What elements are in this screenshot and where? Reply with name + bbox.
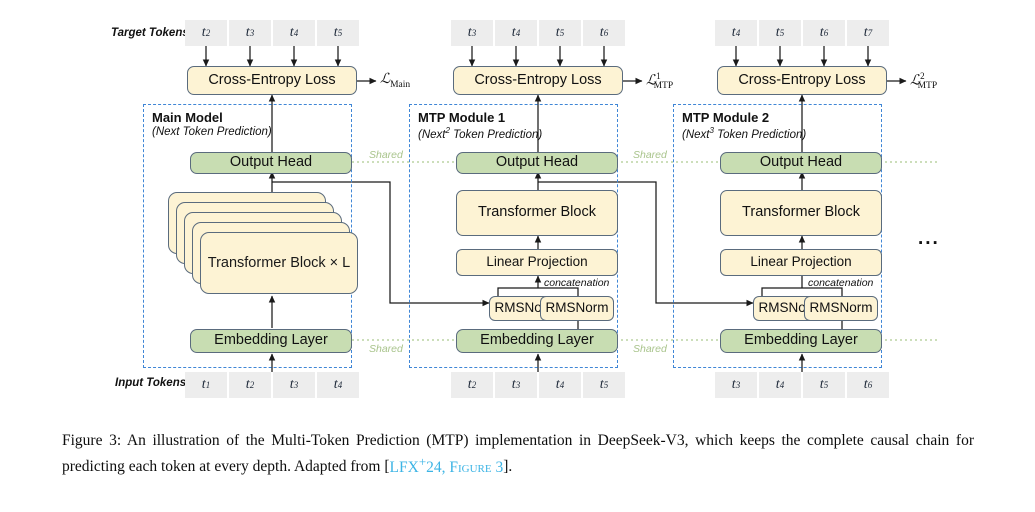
module-subtitle-main: (Next Token Prediction) [152,126,272,138]
module-subtitle-main-suffix: Token Prediction) [179,126,272,138]
module-frame-mtp1 [409,104,618,368]
figure-caption: Figure 3: An illustration of the Multi-T… [62,430,974,479]
citation-year: 24 [426,458,442,476]
loss-symbol-mtp2: ℒ2MTP [910,71,938,92]
linear-projection-mtp2[interactable]: Linear Projection [720,249,882,276]
module-subtitle-mtp2-prefix: (Next [682,128,710,141]
module-title-main: Main Model [152,110,223,125]
shared-label-emb-1: Shared [369,343,403,355]
shared-label-head-1: Shared [369,149,403,161]
rmsnorm-right-mtp2[interactable]: RMSNorm [804,296,878,321]
caption-text-1: An illustration of the Multi-Token Predi… [62,432,974,476]
citation-plus: + [418,453,427,469]
rmsnorm-right-mtp1[interactable]: RMSNorm [540,296,614,321]
citation-figure-ref: Figure 3 [449,458,504,476]
concatenation-label-mtp2: concatenation [808,277,874,289]
cross-entropy-loss-mtp2[interactable]: Cross-Entropy Loss [717,66,887,95]
cross-entropy-loss-main[interactable]: Cross-Entropy Loss [187,66,357,95]
module-frame-mtp2 [673,104,882,368]
loss-symbol-main: ℒMain [380,72,411,90]
module-subtitle-mtp1-sup: 2 [445,126,450,135]
loss-symbol-mtp1: ℒ1MTP [646,71,674,92]
module-subtitle-mtp1-prefix: (Next [418,128,446,141]
embedding-layer-mtp1[interactable]: Embedding Layer [456,329,618,353]
module-subtitle-mtp2-sup: 3 [709,126,714,135]
target-tokens-row-label: Target Tokens [111,27,189,39]
module-title-mtp1: MTP Module 1 [418,110,506,125]
transformer-stack-main[interactable]: Transformer Block × L [168,192,358,296]
concatenation-label-mtp1: concatenation [544,277,610,289]
ellipsis-more-modules: ... [918,228,940,249]
citation-separator: , [441,458,450,476]
cross-entropy-loss-mtp1[interactable]: Cross-Entropy Loss [453,66,623,95]
shared-label-emb-2: Shared [633,343,667,355]
module-subtitle-mtp1: (Next2 Token Prediction) [418,126,542,141]
linear-projection-mtp1[interactable]: Linear Projection [456,249,618,276]
caption-label: Figure 3: [62,432,122,449]
module-title-mtp2: MTP Module 2 [682,110,770,125]
citation-link[interactable]: LFX+24, Figure 3 [389,453,504,476]
input-tokens-row-label: Input Tokens [115,377,187,389]
citation-authors: LFX [389,458,419,476]
module-subtitle-mtp2-suffix: Token Prediction) [713,128,807,141]
caption-text-2: ]. [503,458,513,476]
shared-label-head-2: Shared [633,149,667,161]
module-subtitle-mtp1-suffix: Token Prediction) [449,128,543,141]
embedding-layer-mtp2[interactable]: Embedding Layer [720,329,882,353]
transformer-block-main-label: Transformer Block × L [200,232,358,294]
module-subtitle-mtp2: (Next3 Token Prediction) [682,126,806,141]
output-head-mtp2[interactable]: Output Head [720,152,882,174]
output-head-mtp1[interactable]: Output Head [456,152,618,174]
transformer-block-mtp1[interactable]: Transformer Block [456,190,618,236]
embedding-layer-main[interactable]: Embedding Layer [190,329,352,353]
transformer-block-mtp2[interactable]: Transformer Block [720,190,882,236]
module-subtitle-main-prefix: (Next [152,126,180,138]
output-head-main[interactable]: Output Head [190,152,352,174]
